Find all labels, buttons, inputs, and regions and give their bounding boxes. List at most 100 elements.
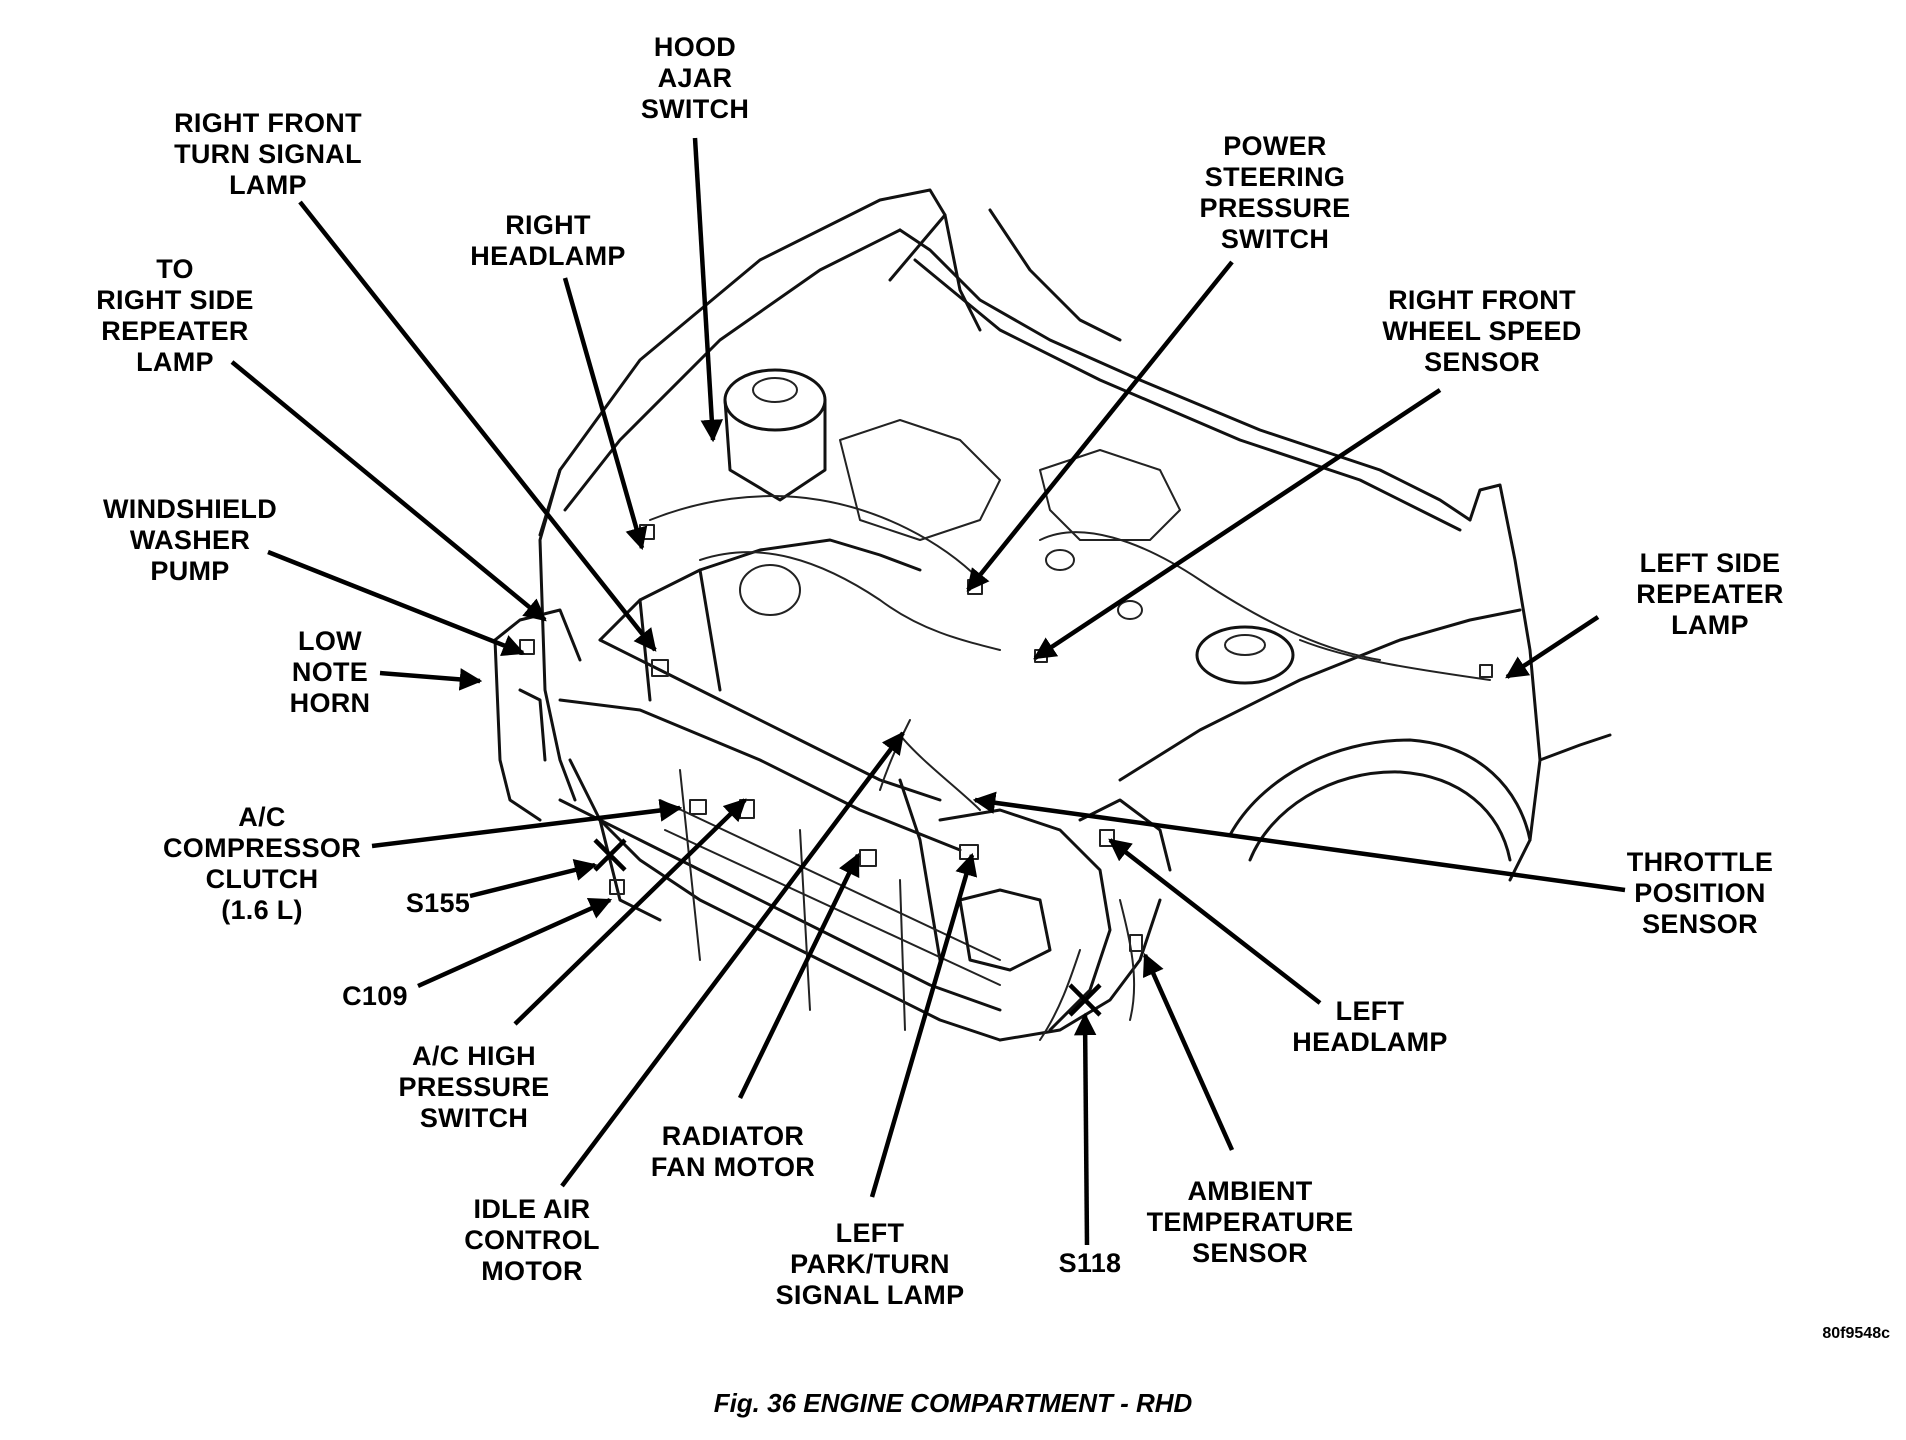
- leader-left-side-repeater-lamp: [1505, 615, 1600, 679]
- label-line: COMPRESSOR: [163, 833, 361, 863]
- label-line: LAMP: [1671, 610, 1749, 640]
- label-line: SENSOR: [1424, 347, 1540, 377]
- label-line: LAMP: [136, 347, 214, 377]
- label-line: LEFT: [836, 1218, 905, 1248]
- leader-radiator-fan-motor: [737, 852, 861, 1099]
- label-line: REPEATER: [1636, 579, 1783, 609]
- leader-power-steering-pressure-switch: [966, 260, 1234, 592]
- image-code: 80f9548c: [1822, 1325, 1890, 1342]
- label-line: S118: [1059, 1248, 1122, 1278]
- label-line: LEFT: [1336, 996, 1405, 1026]
- label-line: SWITCH: [1221, 224, 1329, 254]
- label-line: FAN MOTOR: [651, 1152, 815, 1182]
- label-line: POSITION: [1634, 878, 1765, 908]
- label-line: SIGNAL LAMP: [776, 1280, 965, 1310]
- label-line: HEADLAMP: [470, 241, 625, 271]
- label-line: SENSOR: [1192, 1238, 1308, 1268]
- label-line: PARK/TURN: [790, 1249, 950, 1279]
- label-line: TEMPERATURE: [1147, 1207, 1354, 1237]
- label-line: CONTROL: [464, 1225, 600, 1255]
- label-line: RIGHT: [505, 210, 591, 240]
- leader-s155: [469, 858, 598, 899]
- leader-right-front-wheel-speed-sensor: [1033, 388, 1442, 660]
- label-line: THROTTLE: [1627, 847, 1773, 877]
- label-line: LOW: [298, 626, 362, 656]
- label-line: HORN: [290, 688, 371, 718]
- leader-low-note-horn: [379, 668, 483, 691]
- label-line: AMBIENT: [1187, 1176, 1312, 1206]
- label-line: CLUTCH: [206, 864, 319, 894]
- label-c109: C109: [342, 981, 408, 1011]
- leader-lines: [230, 137, 1626, 1246]
- label-line: C109: [342, 981, 408, 1011]
- label-line: RADIATOR: [662, 1121, 804, 1151]
- label-line: TO: [156, 254, 194, 284]
- label-line: SWITCH: [641, 94, 749, 124]
- label-line: MOTOR: [481, 1256, 583, 1286]
- label-line: AJAR: [658, 63, 733, 93]
- label-line: NOTE: [292, 657, 368, 687]
- leader-s118: [1073, 1012, 1097, 1246]
- engine-compartment-drawing: [493, 188, 1612, 1042]
- leader-hood-ajar-switch: [692, 137, 724, 443]
- figure-caption: Fig. 36 ENGINE COMPARTMENT - RHD: [714, 1388, 1193, 1418]
- label-line: SWITCH: [420, 1103, 528, 1133]
- leader-c109: [417, 897, 613, 989]
- label-line: LAMP: [229, 170, 307, 200]
- label-line: LEFT SIDE: [1640, 548, 1781, 578]
- label-line: IDLE AIR: [474, 1194, 591, 1224]
- leader-ac-high-pressure-switch: [513, 798, 747, 1026]
- leader-left-park-turn-signal-lamp: [869, 852, 978, 1198]
- leader-ac-compressor-clutch: [371, 799, 683, 849]
- label-line: (1.6 L): [221, 895, 303, 925]
- label-line: A/C HIGH: [412, 1041, 536, 1071]
- leader-ambient-temperature-sensor: [1142, 952, 1235, 1151]
- label-line: RIGHT FRONT: [174, 108, 362, 138]
- label-line: HOOD: [654, 32, 736, 62]
- leader-left-headlamp: [1108, 838, 1322, 1005]
- label-line: WHEEL SPEED: [1382, 316, 1581, 346]
- leader-idle-air-control-motor: [560, 731, 905, 1188]
- label-line: RIGHT SIDE: [96, 285, 254, 315]
- leader-throttle-position-sensor: [972, 791, 1626, 893]
- label-line: WINDSHIELD: [103, 494, 277, 524]
- label-line: PRESSURE: [399, 1072, 550, 1102]
- label-line: WASHER: [130, 525, 250, 555]
- label-line: TURN SIGNAL: [174, 139, 362, 169]
- label-line: A/C: [238, 802, 285, 832]
- leader-right-front-turn-signal-lamp: [298, 200, 657, 652]
- leader-to-right-side-repeater-lamp: [230, 360, 547, 622]
- label-line: RIGHT FRONT: [1388, 285, 1576, 315]
- label-line: HEADLAMP: [1292, 1027, 1447, 1057]
- leader-right-headlamp: [562, 277, 648, 551]
- label-s118: S118: [1059, 1248, 1122, 1278]
- label-line: REPEATER: [101, 316, 248, 346]
- label-line: PRESSURE: [1200, 193, 1351, 223]
- leader-windshield-washer-pump: [267, 549, 526, 657]
- label-line: SENSOR: [1642, 909, 1758, 939]
- label-s155: S155: [406, 888, 470, 918]
- label-line: S155: [406, 888, 470, 918]
- label-line: STEERING: [1205, 162, 1345, 192]
- label-line: POWER: [1223, 131, 1327, 161]
- label-line: PUMP: [150, 556, 229, 586]
